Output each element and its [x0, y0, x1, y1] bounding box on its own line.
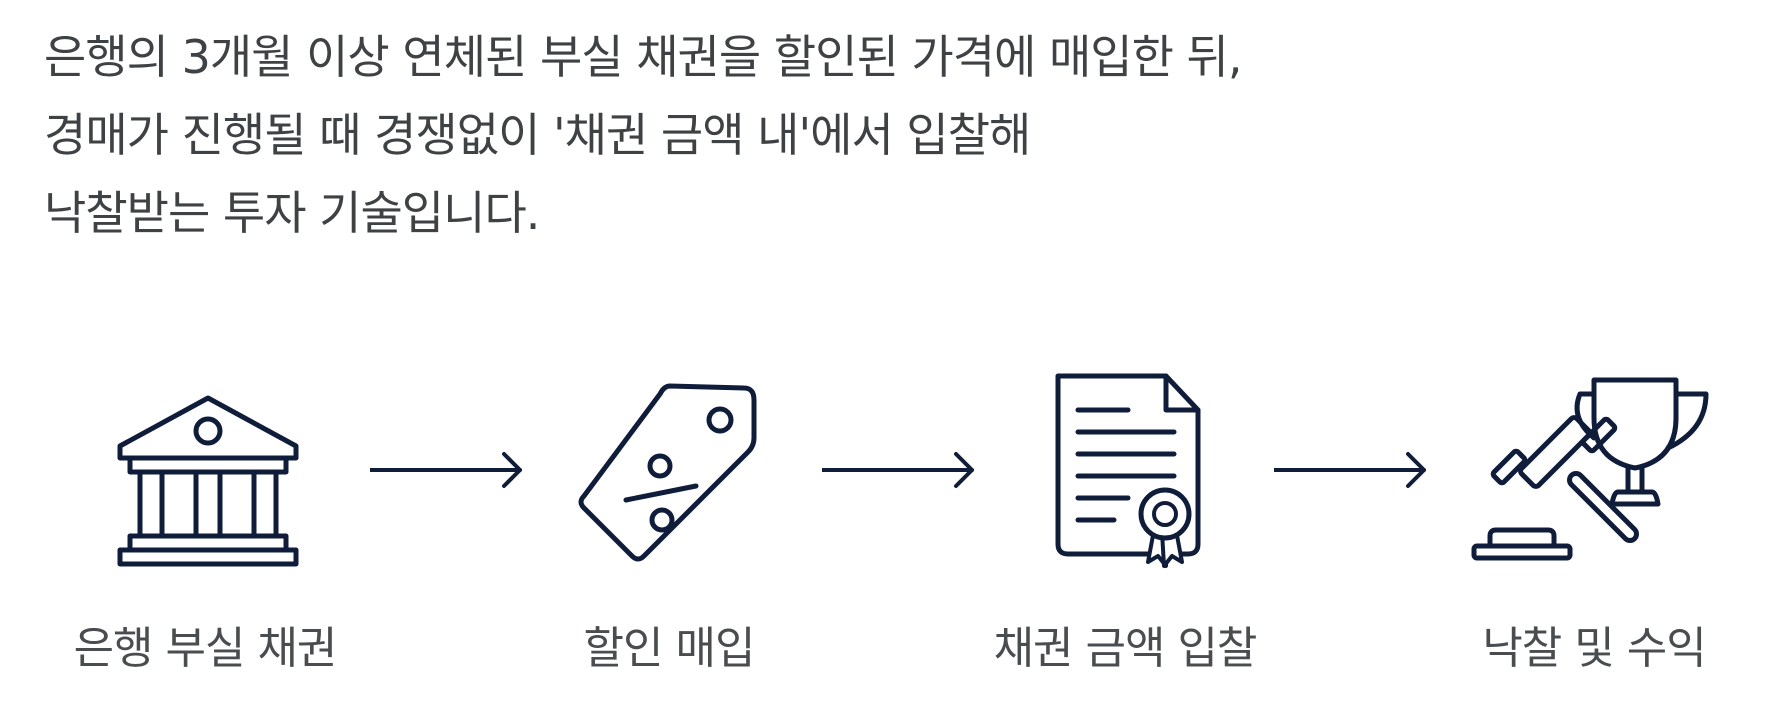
intro-line-1: 은행의 3개월 이상 연체된 부실 채권을 할인된 가격에 매입한 뒤,	[44, 30, 1243, 84]
discount-tag-icon	[568, 374, 768, 574]
arrow-right-icon	[368, 450, 524, 494]
step-label-bond-bid: 채권 금액 입찰	[993, 623, 1258, 674]
certificate-document-icon	[1048, 372, 1208, 572]
intro-line-2: 경매가 진행될 때 경쟁없이 '채권 금액 내'에서 입찰해	[44, 108, 1031, 162]
intro-line-3: 낙찰받는 투자 기술입니다.	[44, 186, 540, 240]
step-label-bank-bad-debt: 은행 부실 채권	[73, 623, 338, 674]
bank-icon	[116, 378, 300, 568]
step-label-win-profit: 낙찰 및 수익	[1482, 623, 1706, 674]
intro-text: 은행의 3개월 이상 연체된 부실 채권을 할인된 가격에 매입한 뒤, 경매가…	[44, 18, 1744, 252]
arrow-right-icon	[1272, 450, 1428, 494]
arrow-right-icon	[820, 450, 976, 494]
gavel-trophy-icon	[1470, 368, 1720, 568]
process-flow: 은행 부실 채권 할인 매입 채권 금액 입찰 낙찰 및 수익	[0, 360, 1773, 700]
step-label-discount-purchase: 할인 매입	[583, 623, 756, 674]
